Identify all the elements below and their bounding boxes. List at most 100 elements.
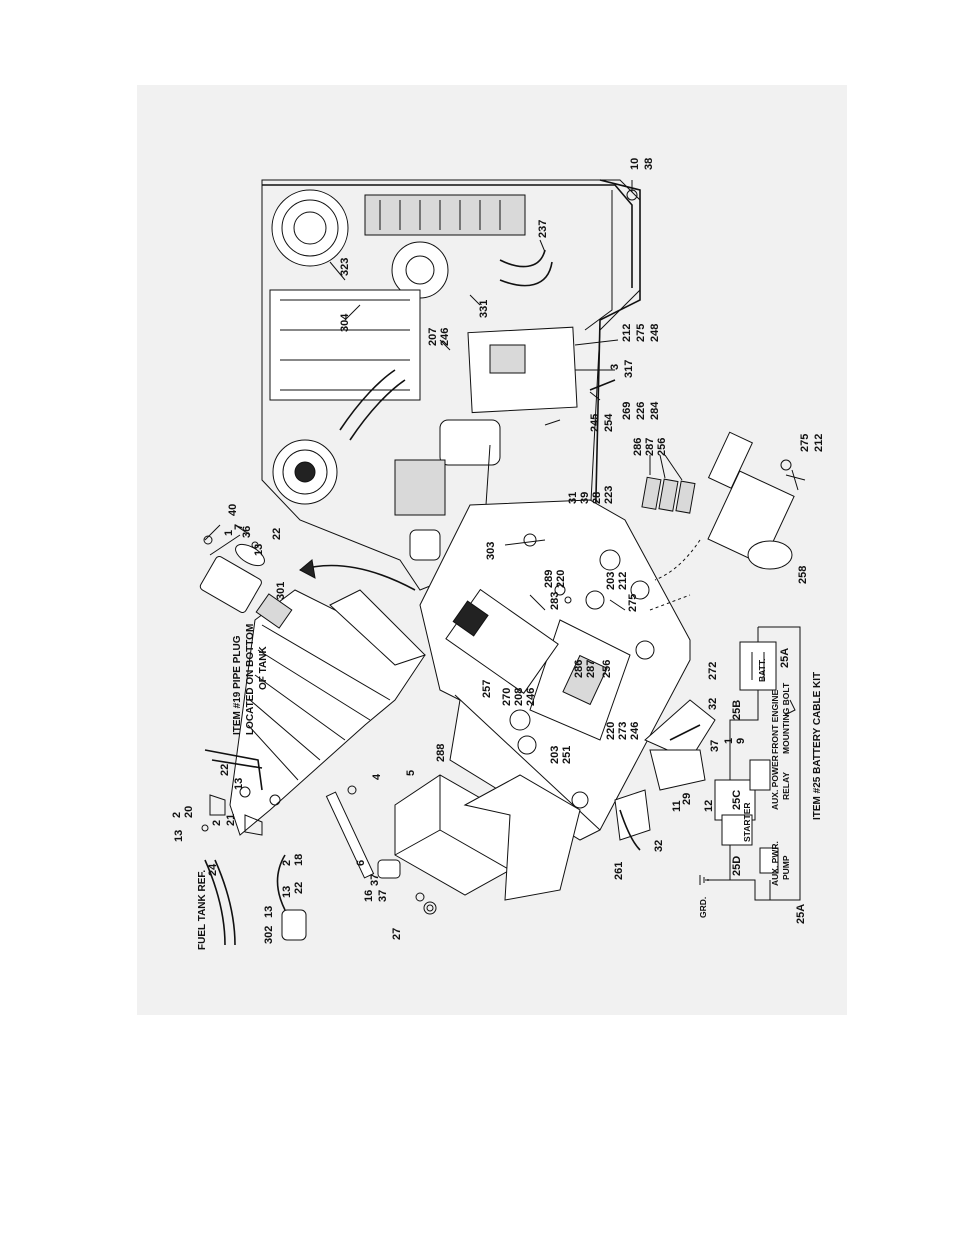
callout-39: 39 bbox=[579, 492, 591, 504]
callout-16: 16 bbox=[363, 890, 375, 902]
callout-2-b: 2 bbox=[211, 820, 223, 826]
callout-212-b: 212 bbox=[813, 434, 825, 452]
callout-270: 270 bbox=[501, 688, 513, 706]
callout-36: 36 bbox=[241, 526, 253, 538]
callout-5: 5 bbox=[405, 770, 417, 776]
callout-13-d: 13 bbox=[281, 886, 293, 898]
callout-220-b: 220 bbox=[605, 722, 617, 740]
pipe-plug-note-line2: LOCATED ON BOTTOM bbox=[245, 624, 256, 735]
callout-38: 38 bbox=[643, 158, 655, 170]
schematic-grd: GRD. bbox=[698, 897, 708, 918]
callout-246-b: 246 bbox=[629, 722, 641, 740]
schematic-starter: STARTER bbox=[742, 802, 752, 842]
callout-261: 261 bbox=[613, 862, 625, 880]
callout-7: 7 bbox=[233, 524, 245, 530]
schematic-front-engine-line2: MOUNTING BOLT bbox=[781, 682, 791, 754]
callout-32-b: 32 bbox=[653, 840, 665, 852]
callout-37-b: 37 bbox=[369, 874, 381, 886]
callout-283: 283 bbox=[549, 592, 561, 610]
callout-9: 9 bbox=[735, 738, 747, 744]
callout-32-a: 32 bbox=[707, 698, 719, 710]
callout-269: 269 bbox=[621, 402, 633, 420]
pipe-plug-note: ITEM #19 PIPE PLUG LOCATED ON BOTTOM OF … bbox=[232, 624, 269, 735]
callout-220-a: 220 bbox=[555, 570, 567, 588]
schematic-aux-pwr-pump-line2: PUMP bbox=[781, 855, 791, 880]
callout-323: 323 bbox=[339, 258, 351, 276]
callout-13-b: 13 bbox=[233, 778, 245, 790]
callout-301: 301 bbox=[275, 582, 287, 600]
callout-22-c: 22 bbox=[293, 882, 305, 894]
callout-288: 288 bbox=[435, 744, 447, 762]
callout-331: 331 bbox=[478, 300, 490, 318]
callout-203-a: 203 bbox=[605, 572, 617, 590]
callout-317: 317 bbox=[623, 360, 635, 378]
callout-302: 302 bbox=[263, 926, 275, 944]
callout-31: 31 bbox=[567, 492, 579, 504]
battery-symbol bbox=[739, 641, 777, 691]
callout-13-a: 13 bbox=[253, 544, 265, 556]
callout-246: 246 bbox=[439, 328, 451, 346]
callout-22-a: 22 bbox=[271, 528, 283, 540]
instrument-plate bbox=[394, 431, 806, 901]
callout-284: 284 bbox=[649, 401, 661, 420]
engine-assembly bbox=[261, 179, 641, 591]
callout-304: 304 bbox=[339, 313, 351, 332]
callout-246-a: 246 bbox=[525, 688, 537, 706]
callout-303: 303 bbox=[485, 542, 497, 560]
callout-287-a: 287 bbox=[644, 438, 656, 456]
schematic-25A-bottom: 25A bbox=[795, 904, 807, 924]
schematic-25C: 25C bbox=[731, 790, 743, 810]
callout-13-c: 13 bbox=[173, 830, 185, 842]
callout-289: 289 bbox=[543, 570, 555, 588]
callout-12: 12 bbox=[703, 800, 715, 812]
callout-10: 10 bbox=[629, 158, 641, 170]
callout-11: 11 bbox=[671, 800, 683, 812]
callout-258: 258 bbox=[797, 566, 809, 584]
callout-273: 273 bbox=[617, 722, 629, 740]
callout-203-b: 203 bbox=[549, 746, 561, 764]
callout-24: 24 bbox=[207, 863, 219, 876]
schematic-batt: BATT. bbox=[757, 659, 767, 682]
callout-256-a: 256 bbox=[656, 438, 668, 456]
callout-3: 3 bbox=[609, 364, 621, 370]
callout-257: 257 bbox=[481, 680, 493, 698]
pipe-plug-note-line3: OF TANK bbox=[258, 646, 269, 690]
callout-208: 208 bbox=[513, 688, 525, 706]
connector-258 bbox=[707, 431, 806, 570]
callout-272: 272 bbox=[707, 662, 719, 680]
callout-27: 27 bbox=[391, 928, 403, 940]
callout-207: 207 bbox=[427, 328, 439, 346]
callout-37-a: 37 bbox=[709, 740, 721, 752]
schematic-front-engine-line1: FRONT ENGINE bbox=[770, 689, 780, 754]
callout-212: 212 bbox=[621, 324, 633, 342]
fuel-tank bbox=[199, 524, 437, 946]
callout-256-b: 256 bbox=[601, 660, 613, 678]
terminals-256 bbox=[641, 454, 696, 514]
fuel-tank-ref-note: FUEL TANK REF. bbox=[197, 870, 208, 950]
callout-254: 254 bbox=[603, 413, 615, 432]
schematic-kit-caption: ITEM #25 BATTERY CABLE KIT bbox=[812, 672, 823, 820]
schematic-25A-top: 25A bbox=[779, 648, 791, 668]
callout-245: 245 bbox=[589, 414, 601, 432]
callout-40: 40 bbox=[227, 504, 239, 516]
callout-28: 28 bbox=[591, 492, 603, 504]
schematic-25D: 25D bbox=[731, 856, 743, 876]
schematic-aux-power-relay-line1: AUX. POWER bbox=[770, 755, 780, 810]
callout-275-a: 275 bbox=[627, 594, 639, 612]
callout-286-b: 286 bbox=[573, 660, 585, 678]
callout-1-b: 1 bbox=[223, 530, 235, 536]
callout-37-c: 37 bbox=[377, 890, 389, 902]
callout-2-a: 2 bbox=[171, 812, 183, 818]
callout-287-b: 287 bbox=[585, 660, 597, 678]
schematic-25B: 25B bbox=[731, 700, 743, 720]
callout-4: 4 bbox=[371, 773, 383, 780]
callout-275-b: 275 bbox=[799, 434, 811, 452]
battery-cable-schematic bbox=[699, 626, 801, 901]
callout-2-c: 2 bbox=[281, 860, 293, 866]
callout-286-a: 286 bbox=[632, 438, 644, 456]
callout-18: 18 bbox=[293, 854, 305, 866]
callout-21: 21 bbox=[225, 814, 237, 826]
callout-29: 29 bbox=[681, 793, 693, 805]
callout-237: 237 bbox=[537, 220, 549, 238]
